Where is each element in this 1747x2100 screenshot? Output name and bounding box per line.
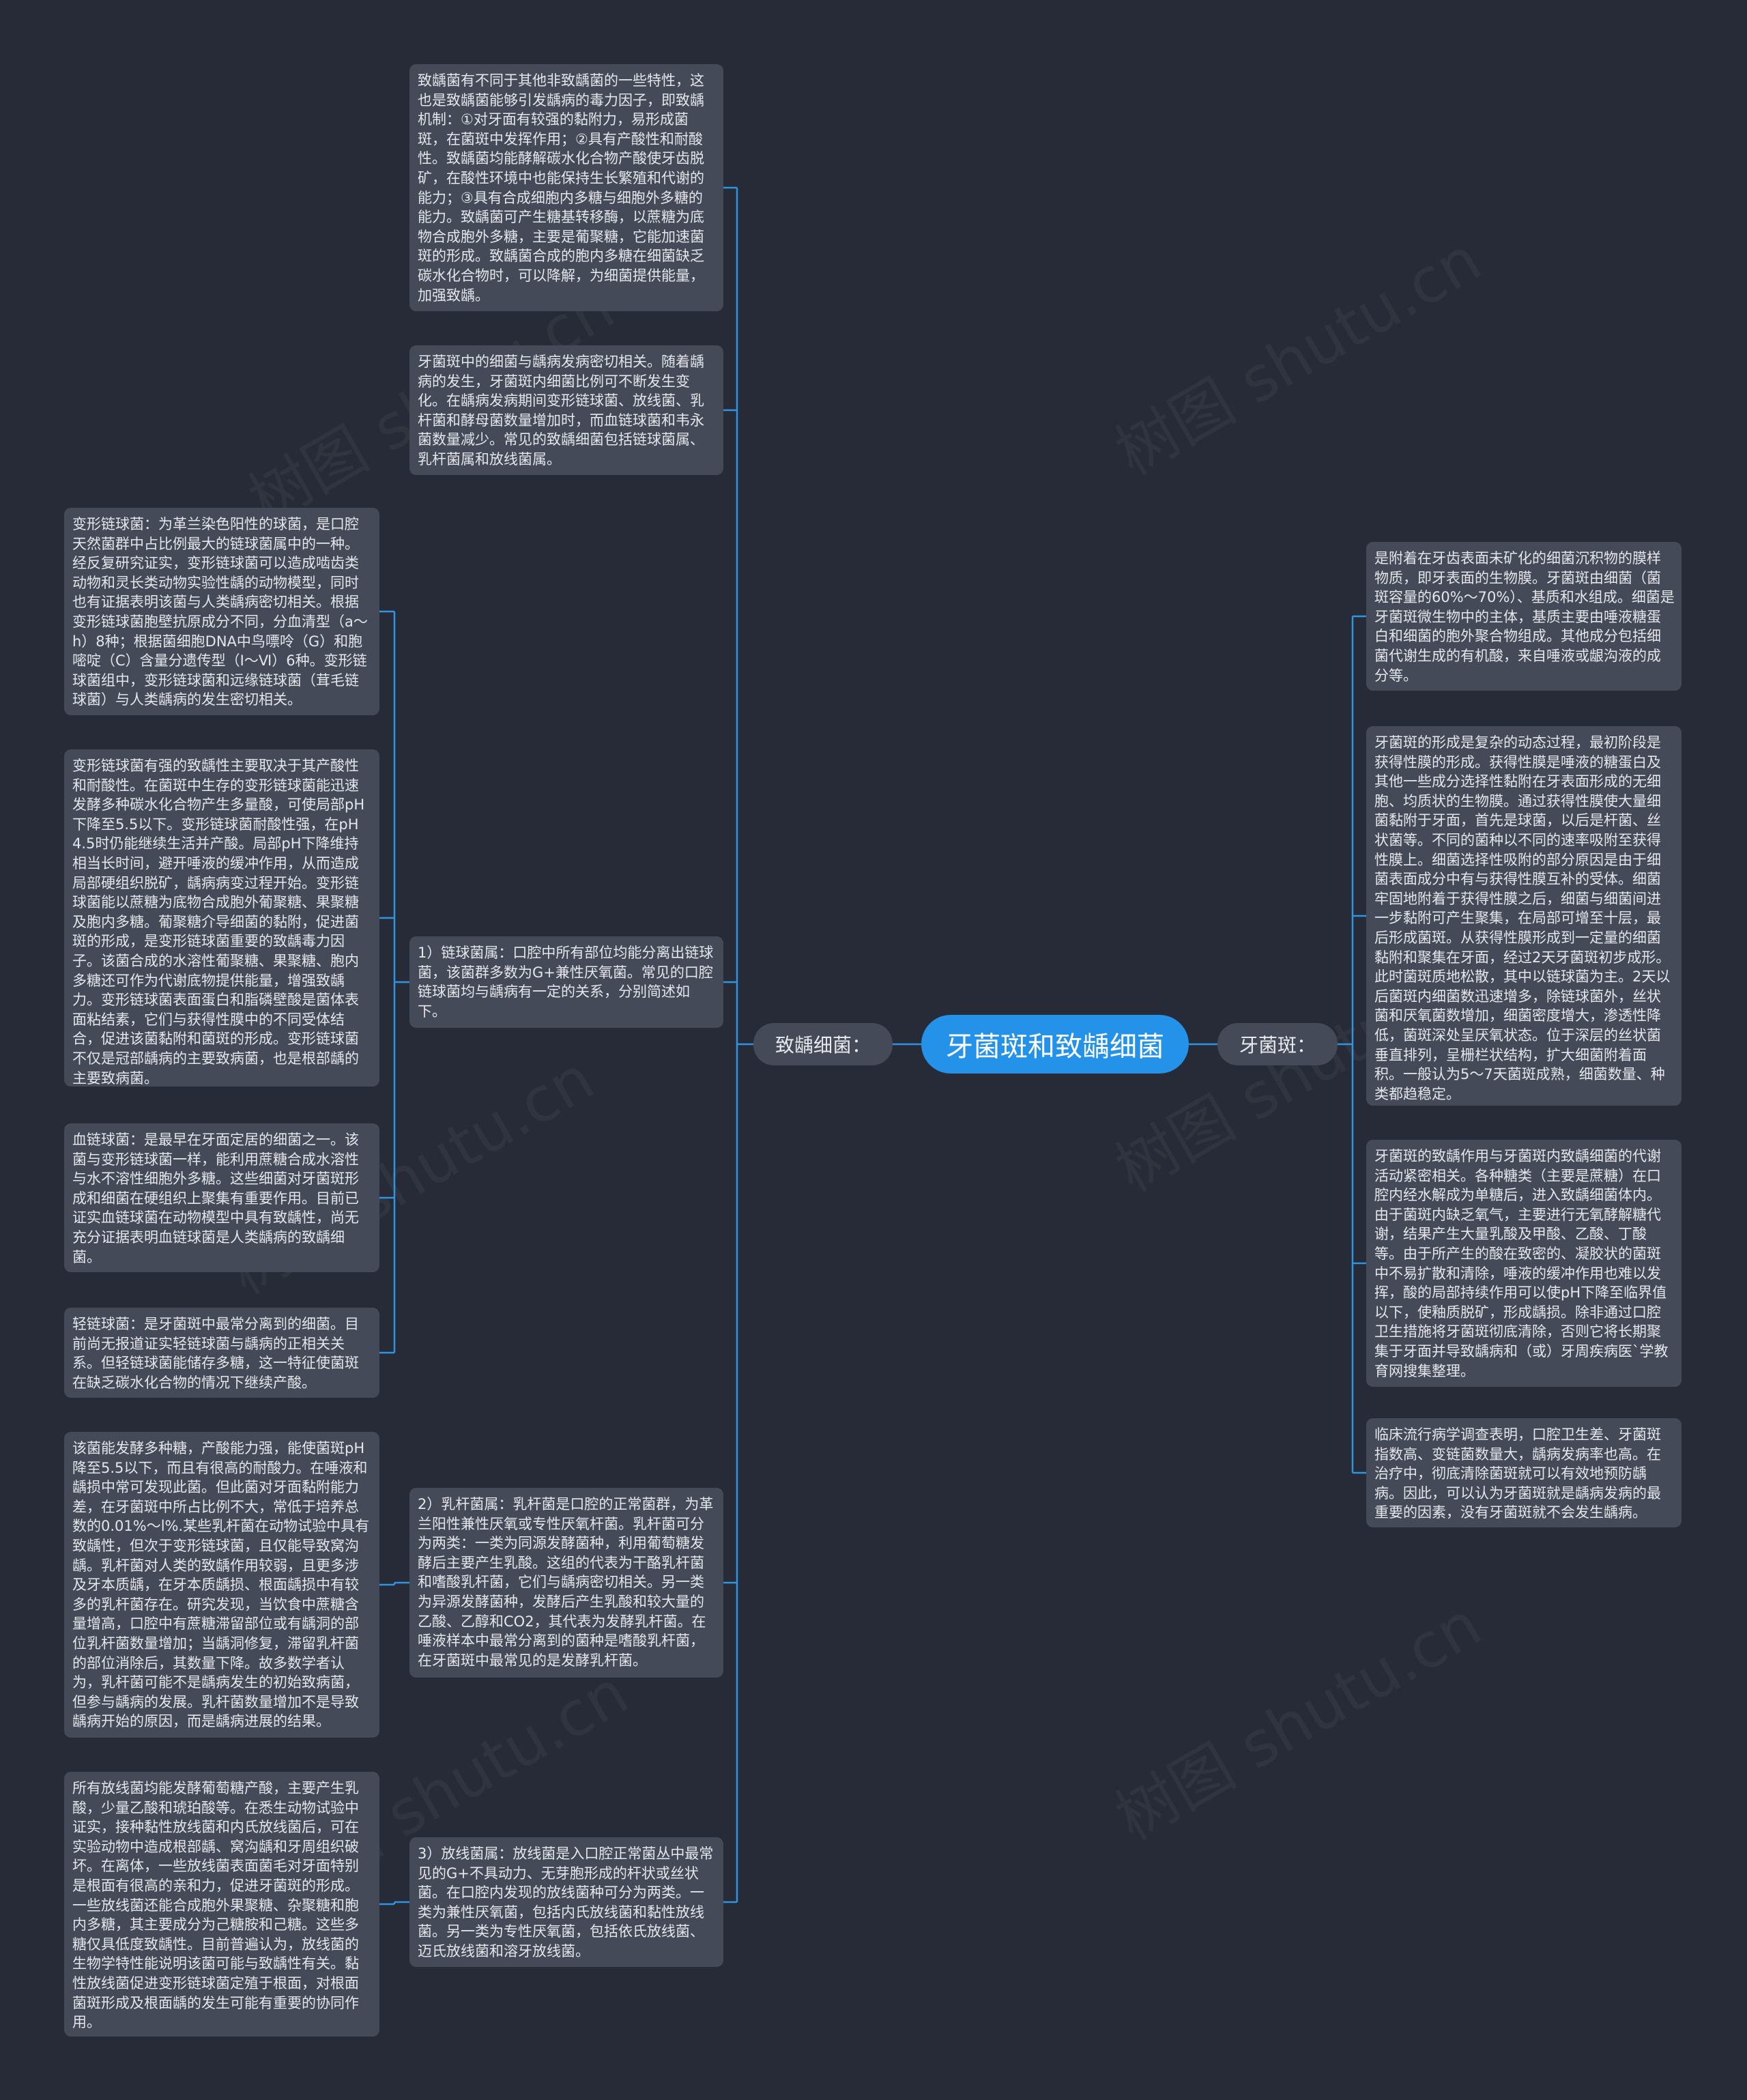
lactobacillus-node[interactable]: 2）乳杆菌属：乳杆菌是口腔的正常菌群，为革兰阳性兼性厌氧或专性厌氧杆菌。乳杆菌可… [409, 1488, 723, 1678]
strep-detail-mitis[interactable]: 轻链球菌：是牙菌斑中最常分离到的细菌。目前尚无报道证实轻链球菌与龋病的正相关关系… [64, 1308, 379, 1398]
plaque-definition[interactable]: 是附着在牙齿表面未矿化的细菌沉积物的膜样物质，即牙表面的生物膜。牙菌斑由细菌（菌… [1366, 542, 1681, 691]
strep-detail-mutans[interactable]: 变形链球菌：为革兰染色阳性的球菌，是口腔天然菌群中占比例最大的链球菌属中的一种。… [64, 508, 379, 715]
streptococcus-node[interactable]: 1）链球菌属：口腔中所有部位均能分离出链球菌，该菌群多数为G+兼性厌氧菌。常见的… [409, 936, 723, 1028]
actinomyces-node[interactable]: 3）放线菌属：放线菌是入口腔正常菌丛中最常见的G+不具动力、无芽胞形成的杆状或丝… [409, 1837, 723, 1967]
left-branch-node[interactable]: 致龋细菌： [753, 1023, 893, 1065]
plaque-formation[interactable]: 牙菌斑的形成是复杂的动态过程，最初阶段是获得性膜的形成。获得性膜是唾液的糖蛋白及… [1366, 726, 1681, 1106]
plaque-epidemiology[interactable]: 临床流行病学调查表明，口腔卫生差、牙菌斑指数高、变链菌数量大，龋病发病率也高。在… [1366, 1418, 1681, 1527]
root-node[interactable]: 牙菌斑和致龋细菌 [921, 1015, 1189, 1074]
lacto-detail[interactable]: 该菌能发酵多种糖，产酸能力强，能使菌斑pH降至5.5以下，而且有很高的耐酸力。在… [64, 1432, 379, 1738]
strep-detail-sanguis[interactable]: 血链球菌：是最早在牙面定居的细菌之一。该菌与变形链球菌一样，能利用蔗糖合成水溶性… [64, 1123, 379, 1272]
actino-detail[interactable]: 所有放线菌均能发酵葡萄糖产酸，主要产生乳酸，少量乙酸和琥珀酸等。在悉生动物试验中… [64, 1772, 379, 2037]
left-intro-2[interactable]: 牙菌斑中的细菌与龋病发病密切相关。随着龋病的发生，牙菌斑内细菌比例可不断发生变化… [409, 345, 723, 475]
left-intro-1[interactable]: 致龋菌有不同于其他非致龋菌的一些特性，这也是致龋菌能够引发龋病的毒力因子，即致龋… [409, 64, 723, 311]
strep-detail-cariogenicity[interactable]: 变形链球菌有强的致龋性主要取决于其产酸性和耐酸性。在菌斑中生存的变形链球菌能迅速… [64, 749, 379, 1087]
right-branch-node[interactable]: 牙菌斑： [1217, 1023, 1338, 1065]
plaque-cariogenic-action[interactable]: 牙菌斑的致龋作用与牙菌斑内致龋细菌的代谢活动紧密相关。各种糖类（主要是蔗糖）在口… [1366, 1140, 1681, 1387]
